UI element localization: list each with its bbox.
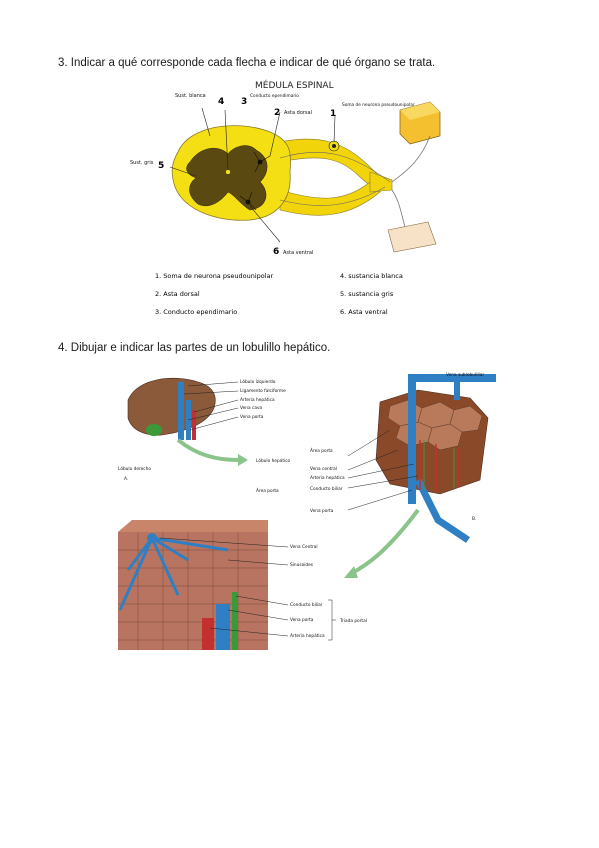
answer-4: 4. sustancia blanca bbox=[340, 272, 403, 280]
answer-2: 2. Asta dorsal bbox=[155, 290, 200, 298]
detail-vena-central: Vena Central bbox=[290, 544, 318, 550]
label-4: 4 bbox=[218, 97, 224, 107]
lobule-arteria-hepatica: Arteria hepática bbox=[310, 474, 345, 481]
detail-sinusoides: Sinusoides bbox=[290, 562, 314, 568]
question-4-text: 4. Dibujar e indicar las partes de un lo… bbox=[58, 342, 331, 354]
liver-ligamento: Ligamento falciforme bbox=[240, 388, 286, 394]
detail-arteria-hepatica: Arteria hepática bbox=[290, 632, 325, 639]
lobule-lobulo-hepatico: Lóbulo hepático bbox=[256, 457, 291, 464]
figure-title: MÉDULA ESPINAL bbox=[255, 79, 334, 91]
answer-6: 6. Asta ventral bbox=[340, 308, 388, 316]
liver-lobule-figure: Lóbulo izquierdo Ligamento falciforme Ar… bbox=[118, 360, 496, 655]
lobule-vena-porta: Vena porta bbox=[310, 508, 334, 514]
liver-letter-a: A. bbox=[124, 476, 128, 482]
answer-5: 5. sustancia gris bbox=[340, 290, 394, 298]
label-asta-dorsal: Asta dorsal bbox=[284, 110, 312, 116]
lobule-area-porta-top: Área porta bbox=[310, 447, 333, 454]
liver-vena-cava: Vena cava bbox=[240, 405, 263, 411]
answer-1: 1. Soma de neurona pseudounipolar bbox=[155, 272, 274, 280]
label-5: 5 bbox=[158, 161, 164, 171]
label-1: 1 bbox=[330, 109, 336, 119]
label-2: 2 bbox=[274, 108, 280, 118]
liver-lobulo-izquierdo: Lóbulo izquierdo bbox=[240, 378, 276, 385]
label-6: 6 bbox=[273, 247, 279, 257]
lobule-letter-b: B. bbox=[472, 516, 476, 522]
question-3-text: 3. Indicar a qué corresponde cada flecha… bbox=[58, 57, 436, 69]
lobule-vena-sublobulillar: Vena sublobulillar bbox=[446, 372, 484, 378]
answer-3: 3. Conducto ependimario bbox=[155, 308, 237, 316]
detail-conducto-biliar: Conducto biliar bbox=[290, 602, 323, 608]
label-subst-blanca: Sust. blanca bbox=[175, 93, 206, 99]
lobule-vena-central: Vena central bbox=[310, 466, 337, 472]
liver-lobulo-derecho: Lóbulo derecho bbox=[118, 465, 151, 472]
detail-triada-portal: Triada portal bbox=[339, 618, 367, 624]
label-subst-gris: Sust. gris bbox=[130, 160, 154, 166]
lobule-conducto-biliar: Conducto biliar bbox=[310, 486, 343, 492]
label-asta-ventral: Asta ventral bbox=[283, 250, 313, 256]
label-soma-neurona: Soma de neurona pseudounipolar bbox=[342, 102, 415, 108]
lobule-area-porta: Área porta bbox=[256, 487, 279, 494]
liver-arteria: Arteria hepática bbox=[240, 396, 275, 403]
spinal-cord-figure: MÉDULA ESPINAL Sust. blanca 4 3 Conducto… bbox=[130, 72, 450, 322]
label-conducto: Conducto ependimario bbox=[250, 93, 299, 99]
detail-vena-porta: Vena porta bbox=[290, 617, 314, 623]
liver-vena-porta: Vena porta bbox=[240, 414, 264, 420]
label-3: 3 bbox=[241, 97, 247, 107]
